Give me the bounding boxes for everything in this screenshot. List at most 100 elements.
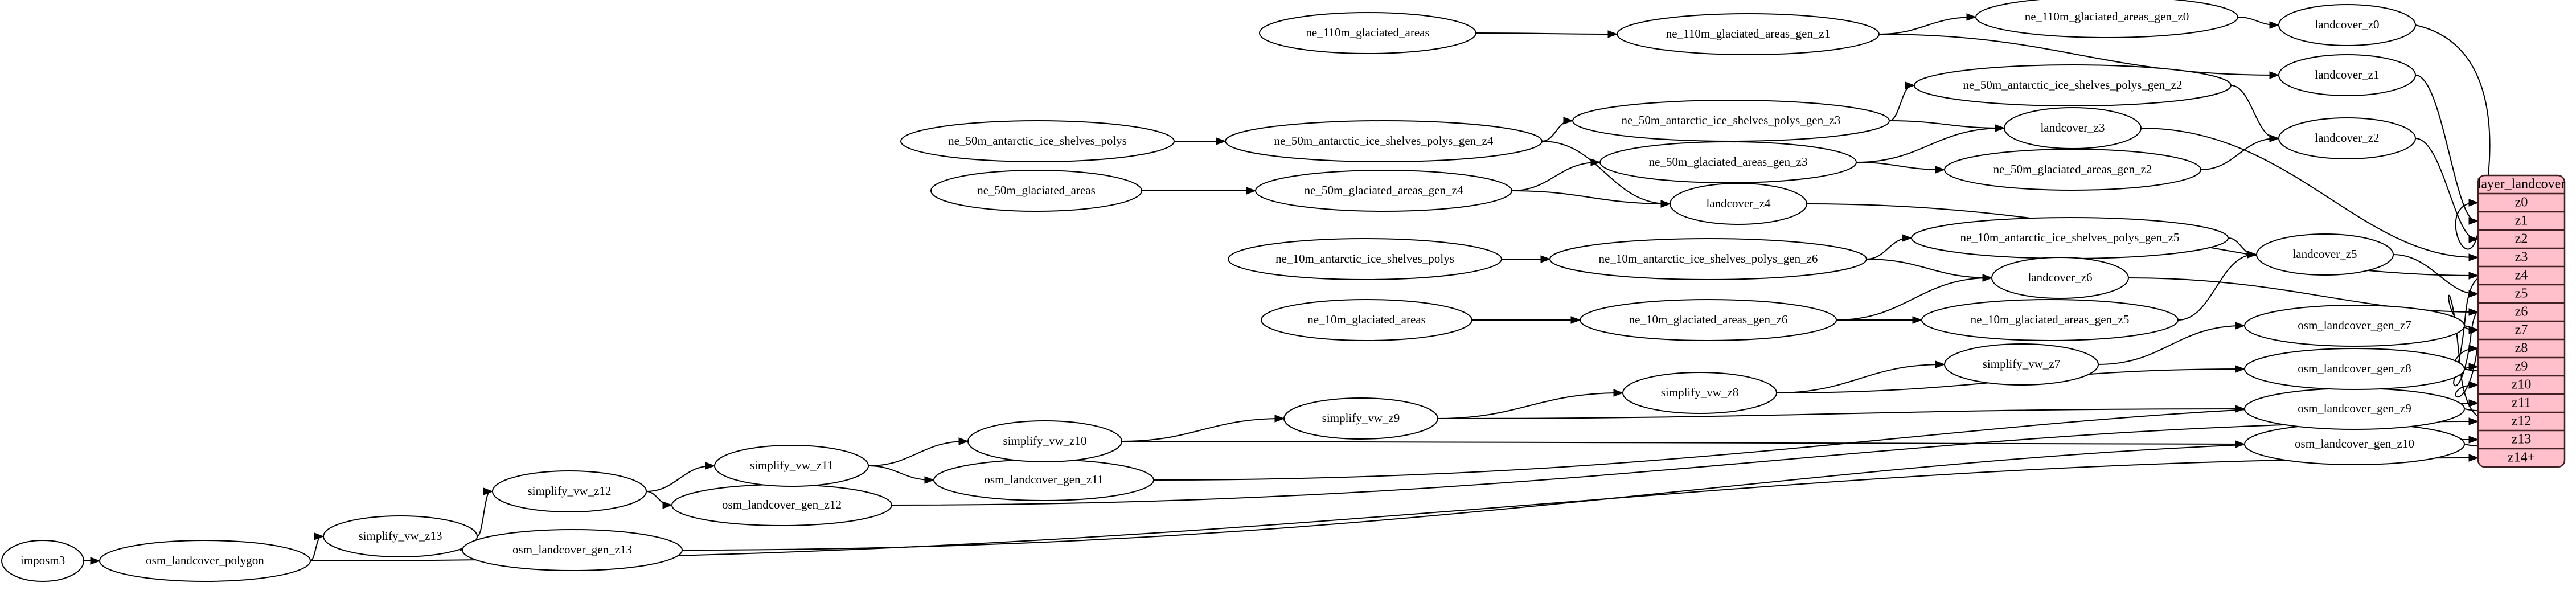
graph-node-landcover_z4[interactable]: landcover_z4 [1670,183,1807,225]
graph-node-label: osm_landcover_polygon [146,553,264,567]
graph-node-label: ne_50m_antarctic_ice_shelves_polys_gen_z… [1622,113,1841,127]
graph-node-label: simplify_vw_z10 [1003,434,1087,448]
graph-node-osm_landcover_gen_z8[interactable]: osm_landcover_gen_z8 [2244,348,2465,390]
graph-edge [1889,81,1915,121]
graph-node-osm_landcover_gen_z7[interactable]: osm_landcover_gen_z7 [2244,305,2465,347]
graph-node-simplify_vw_z11[interactable]: simplify_vw_z11 [714,445,869,487]
nodes-layer: imposm3 osm_landcover_polygon simplify_vw_… [1,0,2465,582]
graph-node-label: simplify_vw_z9 [1322,411,1400,425]
graph-node-simplify_vw_z12[interactable]: simplify_vw_z12 [492,470,647,512]
graph-edge [1878,13,1977,35]
graph-node-landcover_z5[interactable]: landcover_z5 [2256,233,2394,276]
graph-node-label: landcover_z1 [2315,68,2379,81]
graph-node-landcover_z0[interactable]: landcover_z0 [2278,4,2416,46]
graph-edge [2140,128,2479,261]
graph-node-label: osm_landcover_gen_z13 [512,543,632,556]
record-row-z13[interactable]: z13 [2512,432,2532,447]
graph-edge [1472,316,1581,324]
graph-node-landcover_z2[interactable]: landcover_z2 [2278,117,2416,159]
record-row-z2[interactable]: z2 [2515,232,2528,247]
graph-node-ne_50m_antarctic_ice_shelves_polys_gen_z2[interactable]: ne_50m_antarctic_ice_shelves_polys_gen_z… [1914,64,2232,106]
graph-node-label: ne_110m_glaciated_areas_gen_z1 [1666,27,1830,40]
graph-node-ne_10m_antarctic_ice_shelves_polys_gen_z5[interactable]: ne_10m_antarctic_ice_shelves_polys_gen_z… [1911,217,2229,259]
graph-node-ne_50m_antarctic_ice_shelves_polys_gen_z3[interactable]: ne_50m_antarctic_ice_shelves_polys_gen_z… [1572,100,1890,142]
graph-node-osm_landcover_gen_z9[interactable]: osm_landcover_gen_z9 [2244,388,2465,430]
graph-node-ne_110m_glaciated_areas_gen_z0[interactable]: ne_110m_glaciated_areas_gen_z0 [1975,0,2238,38]
graph-node-simplify_vw_z9[interactable]: simplify_vw_z9 [1283,397,1438,440]
graph-node-label: ne_10m_antarctic_ice_shelves_polys_gen_z… [1599,252,1818,265]
graph-node-label: osm_landcover_gen_z8 [2298,362,2411,375]
graph-node-label: ne_50m_glaciated_areas_gen_z3 [1649,155,1808,169]
record-row-z12[interactable]: z12 [2512,414,2532,429]
graph-node-label: ne_10m_glaciated_areas_gen_z5 [1971,313,2130,326]
graph-node-label: osm_landcover_gen_z12 [722,498,842,511]
graph-node-label: ne_110m_glaciated_areas_gen_z0 [2025,10,2189,23]
graph-edge [868,465,935,484]
graph-node-label: osm_landcover_gen_z10 [2295,437,2414,450]
graph-node-ne_50m_glaciated_areas_gen_z3[interactable]: ne_50m_glaciated_areas_gen_z3 [1599,141,1857,183]
graph-node-ne_50m_glaciated_areas[interactable]: ne_50m_glaciated_areas [930,170,1142,212]
graph-node-osm_landcover_gen_z10[interactable]: osm_landcover_gen_z10 [2244,423,2465,465]
record-row-z3[interactable]: z3 [2515,250,2528,265]
record-row-z4[interactable]: z4 [2515,268,2528,283]
graph-edge [2177,251,2258,321]
graph-edge [646,462,716,492]
record-row-z7[interactable]: z7 [2515,323,2528,338]
graph-node-simplify_vw_z8[interactable]: simplify_vw_z8 [1622,372,1777,414]
graph-node-simplify_vw_z7[interactable]: simplify_vw_z7 [1944,343,2099,386]
record-row-z0[interactable]: z0 [2515,195,2528,210]
graph-node-ne_50m_glaciated_areas_gen_z2[interactable]: ne_50m_glaciated_areas_gen_z2 [1944,149,2201,191]
record-row-z9[interactable]: z9 [2515,359,2528,374]
graph-node-label: simplify_vw_z8 [1661,386,1739,399]
record-row-z5[interactable]: z5 [2515,286,2528,301]
graph-edge [2200,134,2280,170]
graph-node-osm_landcover_gen_z11[interactable]: osm_landcover_gen_z11 [933,459,1154,501]
graph-node-ne_110m_glaciated_areas_gen_z1[interactable]: ne_110m_glaciated_areas_gen_z1 [1617,13,1880,55]
graph-edge [1776,360,1946,393]
graph-edge [2237,17,2280,29]
graph-node-label: ne_50m_antarctic_ice_shelves_polys_gen_z… [1274,134,1494,147]
graph-node-osm_landcover_polygon[interactable]: osm_landcover_polygon [99,540,311,582]
record-row-z8[interactable]: z8 [2515,341,2528,356]
graph-node-osm_landcover_gen_z12[interactable]: osm_landcover_gen_z12 [671,484,892,526]
graph-edge [646,491,673,509]
graph-edge [310,532,325,561]
graph-node-ne_110m_glaciated_areas[interactable]: ne_110m_glaciated_areas [1259,12,1476,54]
graph-edge [2415,75,2479,225]
graph-edge [84,557,101,565]
graph-edge [477,487,494,537]
graph-node-ne_50m_glaciated_areas_gen_z4[interactable]: ne_50m_glaciated_areas_gen_z4 [1255,170,1512,212]
graph-node-ne_10m_antarctic_ice_shelves_polys[interactable]: ne_10m_antarctic_ice_shelves_polys [1228,238,1502,280]
graph-node-osm_landcover_gen_z13[interactable]: osm_landcover_gen_z13 [462,529,683,571]
record-row-z6[interactable]: z6 [2515,305,2528,319]
graph-node-label: landcover_z0 [2315,18,2379,31]
graph-edge [891,417,2479,506]
record-node-layer: layer_landcoverz0z1z2z3z4z5z6z7z8z9z10z1… [2477,174,2566,468]
graph-node-label: ne_110m_glaciated_areas [1306,26,1429,39]
graph-node-label: ne_50m_glaciated_areas_gen_z4 [1305,183,1463,197]
graph-node-simplify_vw_z10[interactable]: simplify_vw_z10 [967,420,1122,462]
graph-edge [1511,158,1601,191]
graph-node-ne_10m_glaciated_areas_gen_z5[interactable]: ne_10m_glaciated_areas_gen_z5 [1921,299,2179,341]
graph-node-label: landcover_z2 [2315,131,2379,145]
graph-node-ne_50m_antarctic_ice_shelves_polys[interactable]: ne_50m_antarctic_ice_shelves_polys [900,120,1175,162]
graph-node-ne_10m_glaciated_areas_gen_z6[interactable]: ne_10m_glaciated_areas_gen_z6 [1580,299,1837,341]
record-node-layer_landcover[interactable]: layer_landcoverz0z1z2z3z4z5z6z7z8z9z10z1… [2477,174,2566,468]
graph-edge [1541,117,1574,142]
graph-node-landcover_z3[interactable]: landcover_z3 [2004,107,2142,149]
record-row-z11[interactable]: z11 [2512,396,2531,411]
graph-node-ne_10m_antarctic_ice_shelves_polys_gen_z6[interactable]: ne_10m_antarctic_ice_shelves_polys_gen_z… [1549,238,1867,280]
record-row-z1[interactable]: z1 [2515,214,2528,228]
graph-node-label: ne_10m_glaciated_areas [1307,313,1426,326]
graph-node-ne_50m_antarctic_ice_shelves_polys_gen_z4[interactable]: ne_50m_antarctic_ice_shelves_polys_gen_z… [1225,120,1543,162]
record-row-z14+[interactable]: z14+ [2508,450,2535,465]
graph-node-ne_10m_glaciated_areas[interactable]: ne_10m_glaciated_areas [1261,299,1472,341]
graph-edge [1889,120,2005,132]
graph-node-imposm3[interactable]: imposm3 [1,540,84,582]
graph-node-landcover_z1[interactable]: landcover_z1 [2278,54,2416,96]
graph-node-simplify_vw_z13[interactable]: simplify_vw_z13 [323,515,478,557]
graph-node-landcover_z6[interactable]: landcover_z6 [1991,257,2129,299]
record-row-z10[interactable]: z10 [2512,378,2532,392]
graph-node-label: landcover_z6 [2028,270,2092,284]
graph-node-label: landcover_z3 [2040,121,2105,134]
